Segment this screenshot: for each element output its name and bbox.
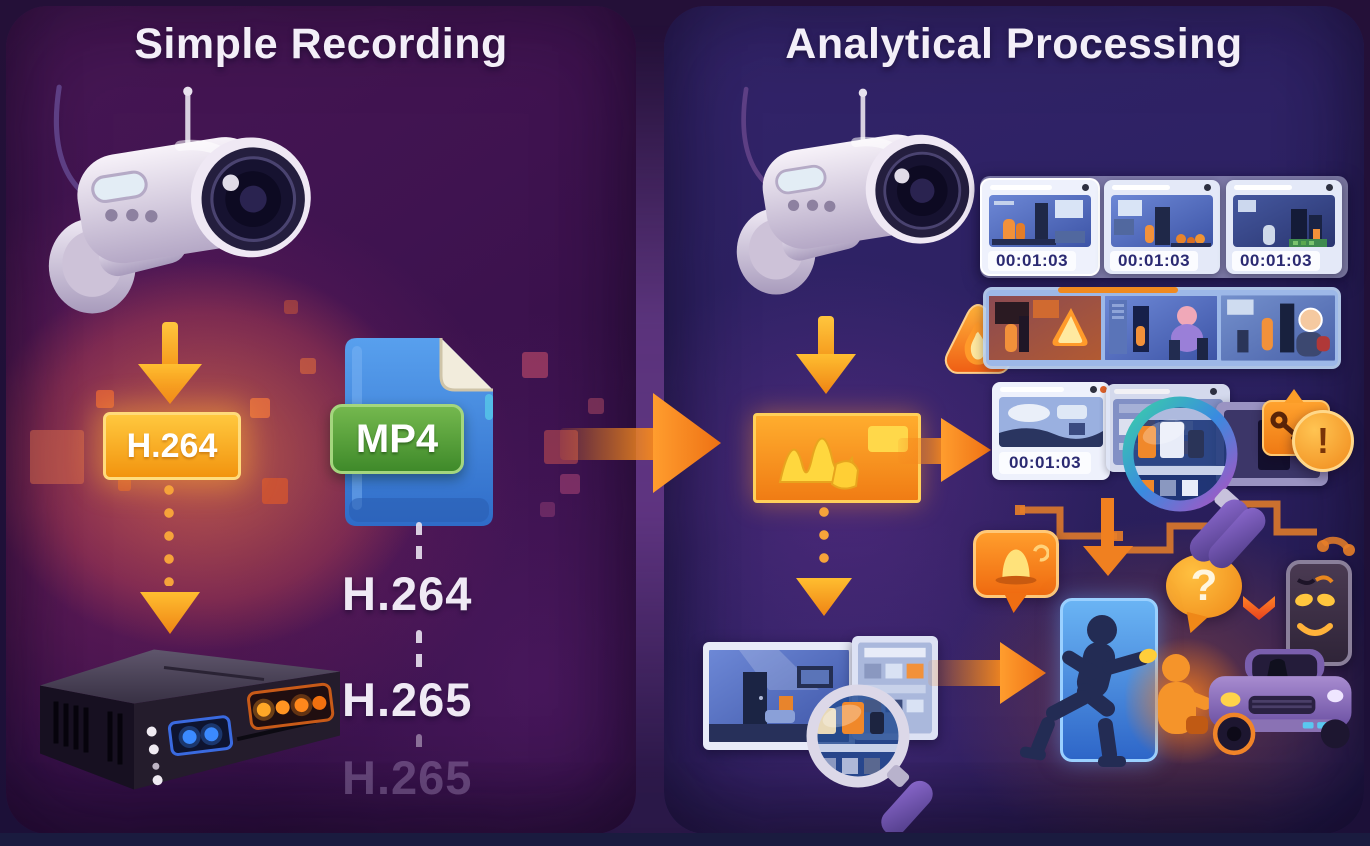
- frame-dot: [1204, 184, 1211, 191]
- timestamp-badge: 00:01:03: [999, 452, 1091, 474]
- pixel-square: [300, 358, 316, 374]
- right-arrow-icon: [928, 660, 1006, 686]
- detection-strip: [986, 287, 1338, 366]
- video-frame-card: 00:01:03: [1226, 180, 1342, 274]
- pixel-square: [30, 430, 84, 484]
- bell-notification-icon: [973, 530, 1059, 613]
- frame-dot: [1100, 386, 1107, 393]
- codec-badge: H.264: [103, 412, 241, 480]
- pixel-square: [284, 300, 298, 314]
- bottom-bar: [0, 833, 1370, 846]
- frame-progress-bar: [1234, 185, 1292, 190]
- video-frame-card: 00:01:03: [1104, 180, 1220, 274]
- dotted-flow-line: [416, 734, 422, 758]
- codec-badge-label: H.264: [126, 426, 218, 465]
- codec-label: H.264: [342, 567, 473, 620]
- magnifier-icon: [806, 684, 933, 832]
- analytics-box: [753, 413, 921, 503]
- mp4-label: MP4: [355, 416, 439, 461]
- dotted-flow-line: [163, 482, 175, 586]
- strip-highlight-bar: [1058, 287, 1178, 293]
- timestamp-badge: 00:01:03: [1110, 251, 1198, 271]
- person-silhouette-icon: [1158, 654, 1212, 734]
- pixel-square: [522, 352, 548, 378]
- frame-dot: [1210, 388, 1217, 395]
- timestamp-text: 00:01:03: [1239, 251, 1313, 270]
- dotted-flow-line: [416, 522, 422, 564]
- face-mask-icon: [1286, 560, 1352, 666]
- frame-progress-bar: [1114, 389, 1170, 394]
- pixel-square: [560, 474, 580, 494]
- codec-label: H.265: [342, 751, 473, 804]
- timestamp-badge: 00:01:03: [1232, 251, 1320, 271]
- car-icon: [1208, 648, 1352, 756]
- down-arrow-icon: [818, 316, 834, 358]
- frame-dot: [1090, 386, 1097, 393]
- detection-frame-face: [1221, 295, 1335, 361]
- analytics-waveform-icon: [778, 437, 860, 490]
- video-frame-card: 00:01:03: [992, 382, 1110, 480]
- flow-arrow-icon: [560, 428, 660, 460]
- dotted-flow-line: [818, 504, 830, 576]
- timestamp-text: 00:01:03: [1117, 251, 1191, 270]
- detection-frame-person: [1105, 296, 1217, 360]
- frame-scene: [989, 195, 1091, 247]
- down-arrow-icon: [162, 322, 178, 368]
- frame-dot: [1326, 184, 1333, 191]
- exclamation-text: !: [1317, 420, 1329, 461]
- frame-scene: [999, 397, 1103, 447]
- video-frame-card: 00:01:03: [982, 180, 1098, 274]
- frame-dot: [1082, 184, 1089, 191]
- dvr-recorder-icon: [40, 649, 340, 790]
- question-bubble-icon: ?: [1166, 554, 1242, 618]
- dotted-flow-line: [416, 630, 422, 672]
- pixel-square: [540, 502, 555, 517]
- pixel-square: [250, 398, 270, 418]
- pixel-square: [588, 398, 604, 414]
- security-camera-icon: [718, 84, 990, 310]
- mp4-label-badge: MP4: [330, 404, 464, 474]
- circuit-traces-icon: [1015, 500, 1355, 556]
- timestamp-text: 00:01:03: [1008, 453, 1082, 472]
- detection-frame-warning: [989, 296, 1101, 360]
- codec-label: H.265: [342, 673, 473, 726]
- running-person-icon: [1019, 615, 1157, 767]
- right-panel-title: Analytical Processing: [785, 20, 1243, 68]
- frame-progress-bar: [1112, 185, 1170, 190]
- down-arrow-icon: [1101, 498, 1114, 550]
- timestamp-badge: 00:01:03: [988, 251, 1076, 271]
- frame-progress-bar: [1000, 387, 1064, 392]
- pixel-square: [262, 478, 288, 504]
- timeline-strip: 00:01:03 00:01:03 00:01:03: [980, 176, 1348, 278]
- frame-progress-bar: [990, 185, 1052, 190]
- left-panel-title: Simple Recording: [134, 20, 508, 68]
- face-features: [1295, 575, 1335, 636]
- security-camera-icon: [28, 82, 328, 330]
- timestamp-text: 00:01:03: [995, 251, 1069, 270]
- frame-scene: [1111, 195, 1213, 247]
- pixel-square: [118, 478, 131, 491]
- question-mark-text: ?: [1190, 561, 1218, 610]
- pixel-square: [96, 390, 114, 408]
- exclamation-badge: !: [1292, 410, 1354, 472]
- bell-icon: [995, 544, 1049, 585]
- magnifier-icon: [1122, 396, 1266, 569]
- frame-scene: [1233, 195, 1335, 247]
- right-arrow-icon: [898, 438, 946, 464]
